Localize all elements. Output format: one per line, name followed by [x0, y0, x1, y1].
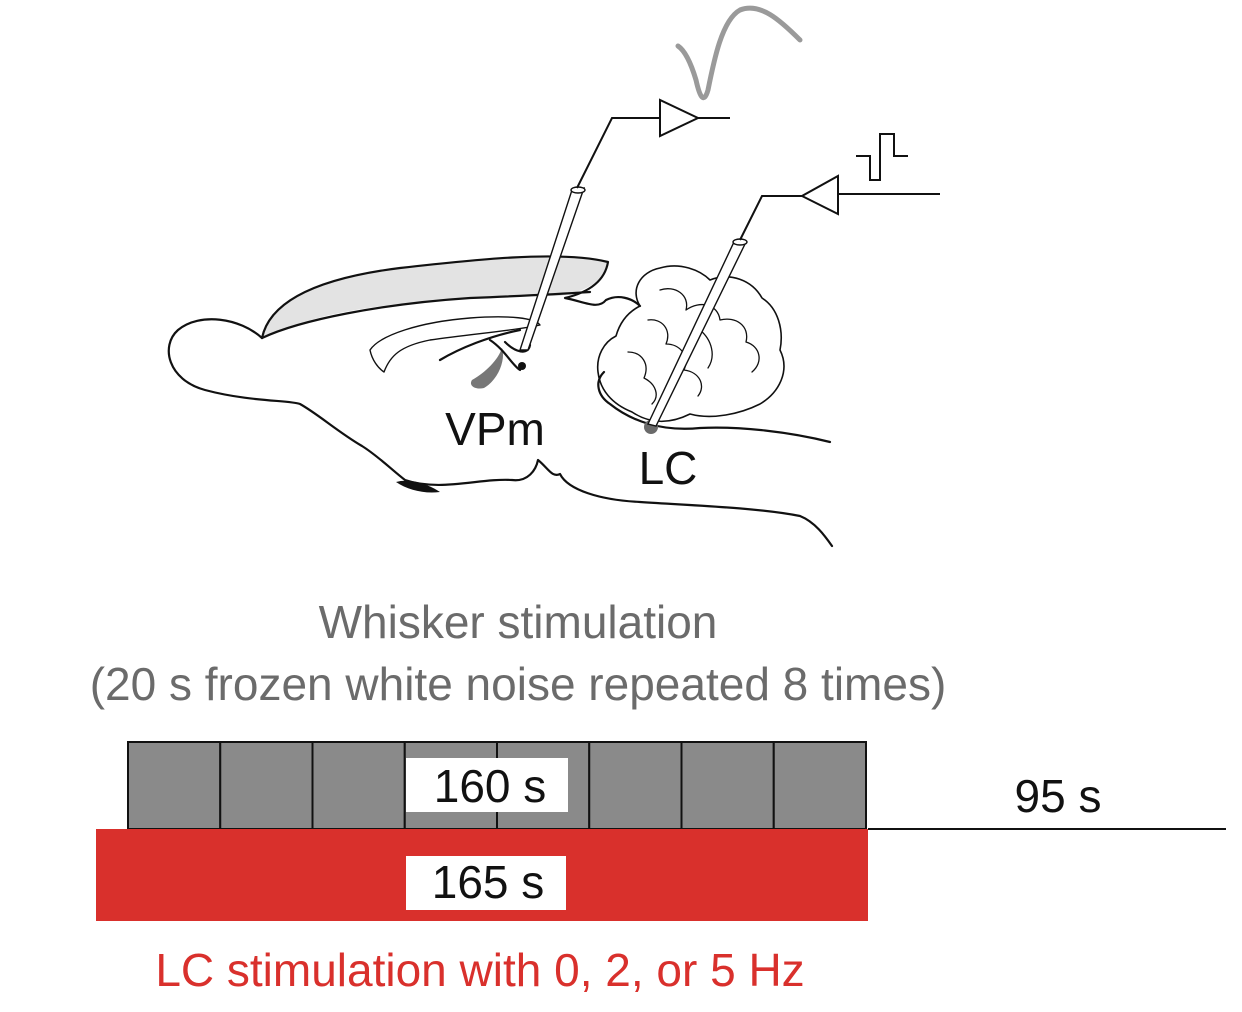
stimulation-electrode [647, 174, 940, 427]
lc-stim-caption: LC stimulation with 0, 2, or 5 Hz [155, 944, 804, 996]
pulse-icon [856, 133, 908, 181]
cortex-band [262, 256, 608, 338]
recording-electrode [519, 98, 730, 351]
brainstem-outline [597, 370, 832, 444]
whisker-block-8 [772, 741, 867, 830]
hippocampus-outline [369, 316, 541, 373]
spike-waveform [675, 5, 803, 101]
whisker-duration-label: 160 s [434, 760, 547, 812]
cerebellum-outline [596, 265, 785, 423]
vpm-label: VPm [445, 403, 545, 455]
vpm-nucleus [438, 328, 532, 389]
whisker-duration-box [406, 758, 568, 812]
lc-duration-box [406, 856, 566, 910]
brain-illustration [167, 255, 834, 548]
lc-label: LC [639, 442, 698, 494]
whisker-block-6 [588, 741, 683, 830]
whisker-blocks [127, 741, 867, 830]
whisker-block-1 [127, 741, 222, 830]
lc-duration-label: 165 s [432, 856, 545, 908]
cortex-inner-line [260, 290, 592, 340]
whisker-block-7 [680, 741, 775, 830]
whisker-block-2 [219, 741, 314, 830]
whisker-stim-subtitle: (20 s frozen white noise repeated 8 time… [90, 658, 947, 710]
amplifier-triangle-stim [799, 174, 839, 216]
amplifier-triangle-recording [659, 98, 701, 138]
whisker-stim-title: Whisker stimulation [319, 596, 718, 648]
pituitary-mark [396, 480, 440, 493]
post-stim-duration-label: 95 s [1015, 770, 1102, 822]
whisker-block-3 [311, 741, 406, 830]
olfactory-ventral-outline [167, 318, 834, 548]
forebrain-outline [260, 255, 642, 340]
